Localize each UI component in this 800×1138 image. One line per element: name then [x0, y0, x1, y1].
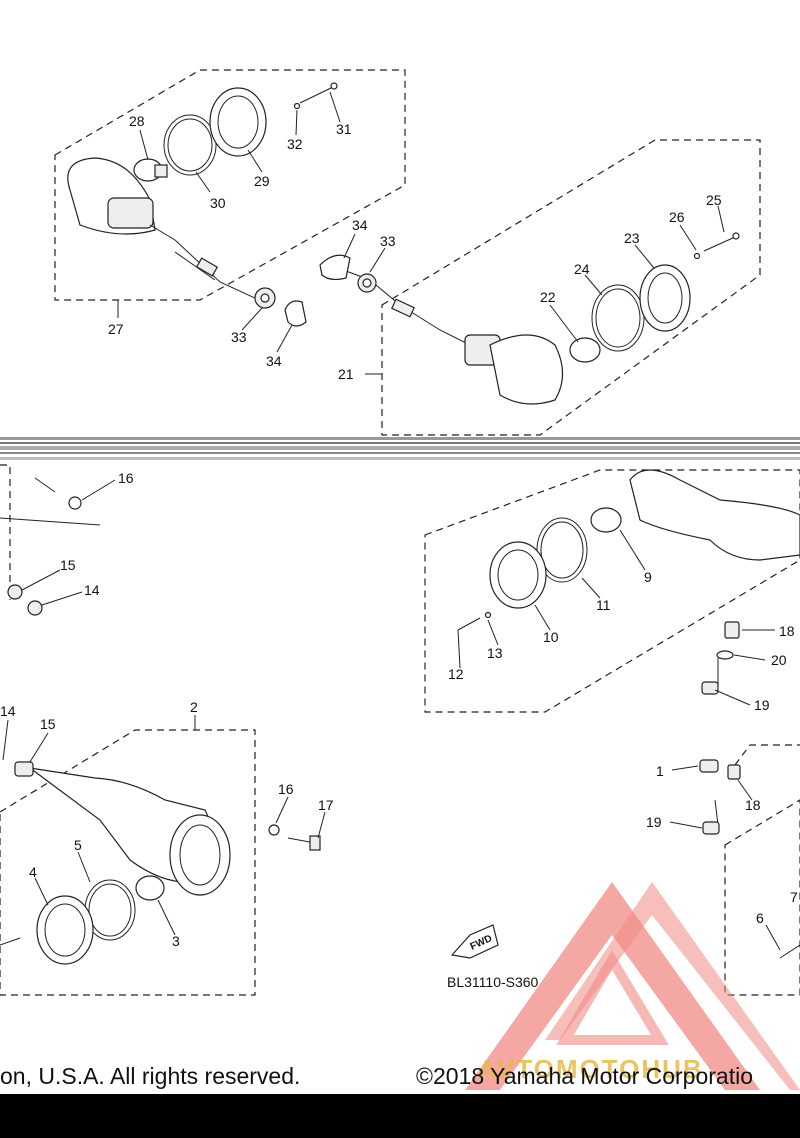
label-12: 12	[448, 666, 464, 682]
label-34b: 34	[352, 217, 368, 233]
watermark-text: AVTOMOTOHUB	[478, 1054, 704, 1084]
watermark-logo: AVTOMOTOHUB	[465, 882, 800, 1090]
label-28: 28	[129, 113, 145, 129]
label-16b: 16	[278, 781, 294, 797]
footer-copyright-left: on, U.S.A. All rights reserved.	[0, 1063, 300, 1089]
label-19a: 19	[754, 697, 770, 713]
front-left-flasher-group	[0, 464, 321, 996]
label-31: 31	[336, 121, 352, 137]
label-3: 3	[172, 933, 180, 949]
label-10: 10	[543, 629, 559, 645]
label-14b: 14	[0, 703, 16, 719]
label-21: 21	[338, 366, 354, 382]
label-27: 27	[108, 321, 124, 337]
label-5: 5	[74, 837, 82, 853]
rear-right-flasher-group	[319, 139, 761, 436]
label-33a: 33	[231, 329, 247, 345]
label-1: 1	[656, 763, 664, 779]
label-16a: 16	[118, 470, 134, 486]
label-15b: 15	[40, 716, 56, 732]
front-right-lower-group	[699, 744, 800, 996]
label-18b: 18	[745, 797, 761, 813]
label-11: 11	[596, 597, 611, 613]
label-17: 17	[318, 797, 334, 813]
label-7: 7	[790, 889, 798, 905]
label-23: 23	[624, 230, 640, 246]
label-26: 26	[669, 209, 685, 225]
rear-left-flasher-group	[54, 69, 406, 327]
label-14a: 14	[84, 582, 100, 598]
label-32: 32	[287, 136, 303, 152]
fwd-arrow-icon: FWD	[450, 924, 499, 959]
label-15a: 15	[60, 557, 76, 573]
label-2: 2	[190, 699, 198, 715]
footer-copyright-right: ©2018 Yamaha Motor Corporatio	[416, 1063, 753, 1089]
part-labels: 28 30 29 32 31 27 33 34 34 33 21 22 24 2…	[0, 113, 798, 990]
label-33b: 33	[380, 233, 396, 249]
bottom-black-bar	[0, 1094, 800, 1138]
drawing-code: BL31110-S360	[447, 974, 539, 990]
label-34a: 34	[266, 353, 282, 369]
label-24: 24	[574, 261, 590, 277]
front-right-flasher-group	[424, 469, 800, 713]
label-18a: 18	[779, 623, 795, 639]
label-6: 6	[756, 910, 764, 926]
label-25: 25	[706, 192, 722, 208]
label-30: 30	[210, 195, 226, 211]
label-19b: 19	[646, 814, 662, 830]
label-29: 29	[254, 173, 270, 189]
label-4: 4	[29, 864, 37, 880]
label-9: 9	[644, 569, 652, 585]
label-22: 22	[540, 289, 556, 305]
label-20: 20	[771, 652, 787, 668]
label-13: 13	[487, 645, 503, 661]
leader-lines	[2, 91, 781, 951]
scan-distortion-band	[0, 437, 800, 460]
